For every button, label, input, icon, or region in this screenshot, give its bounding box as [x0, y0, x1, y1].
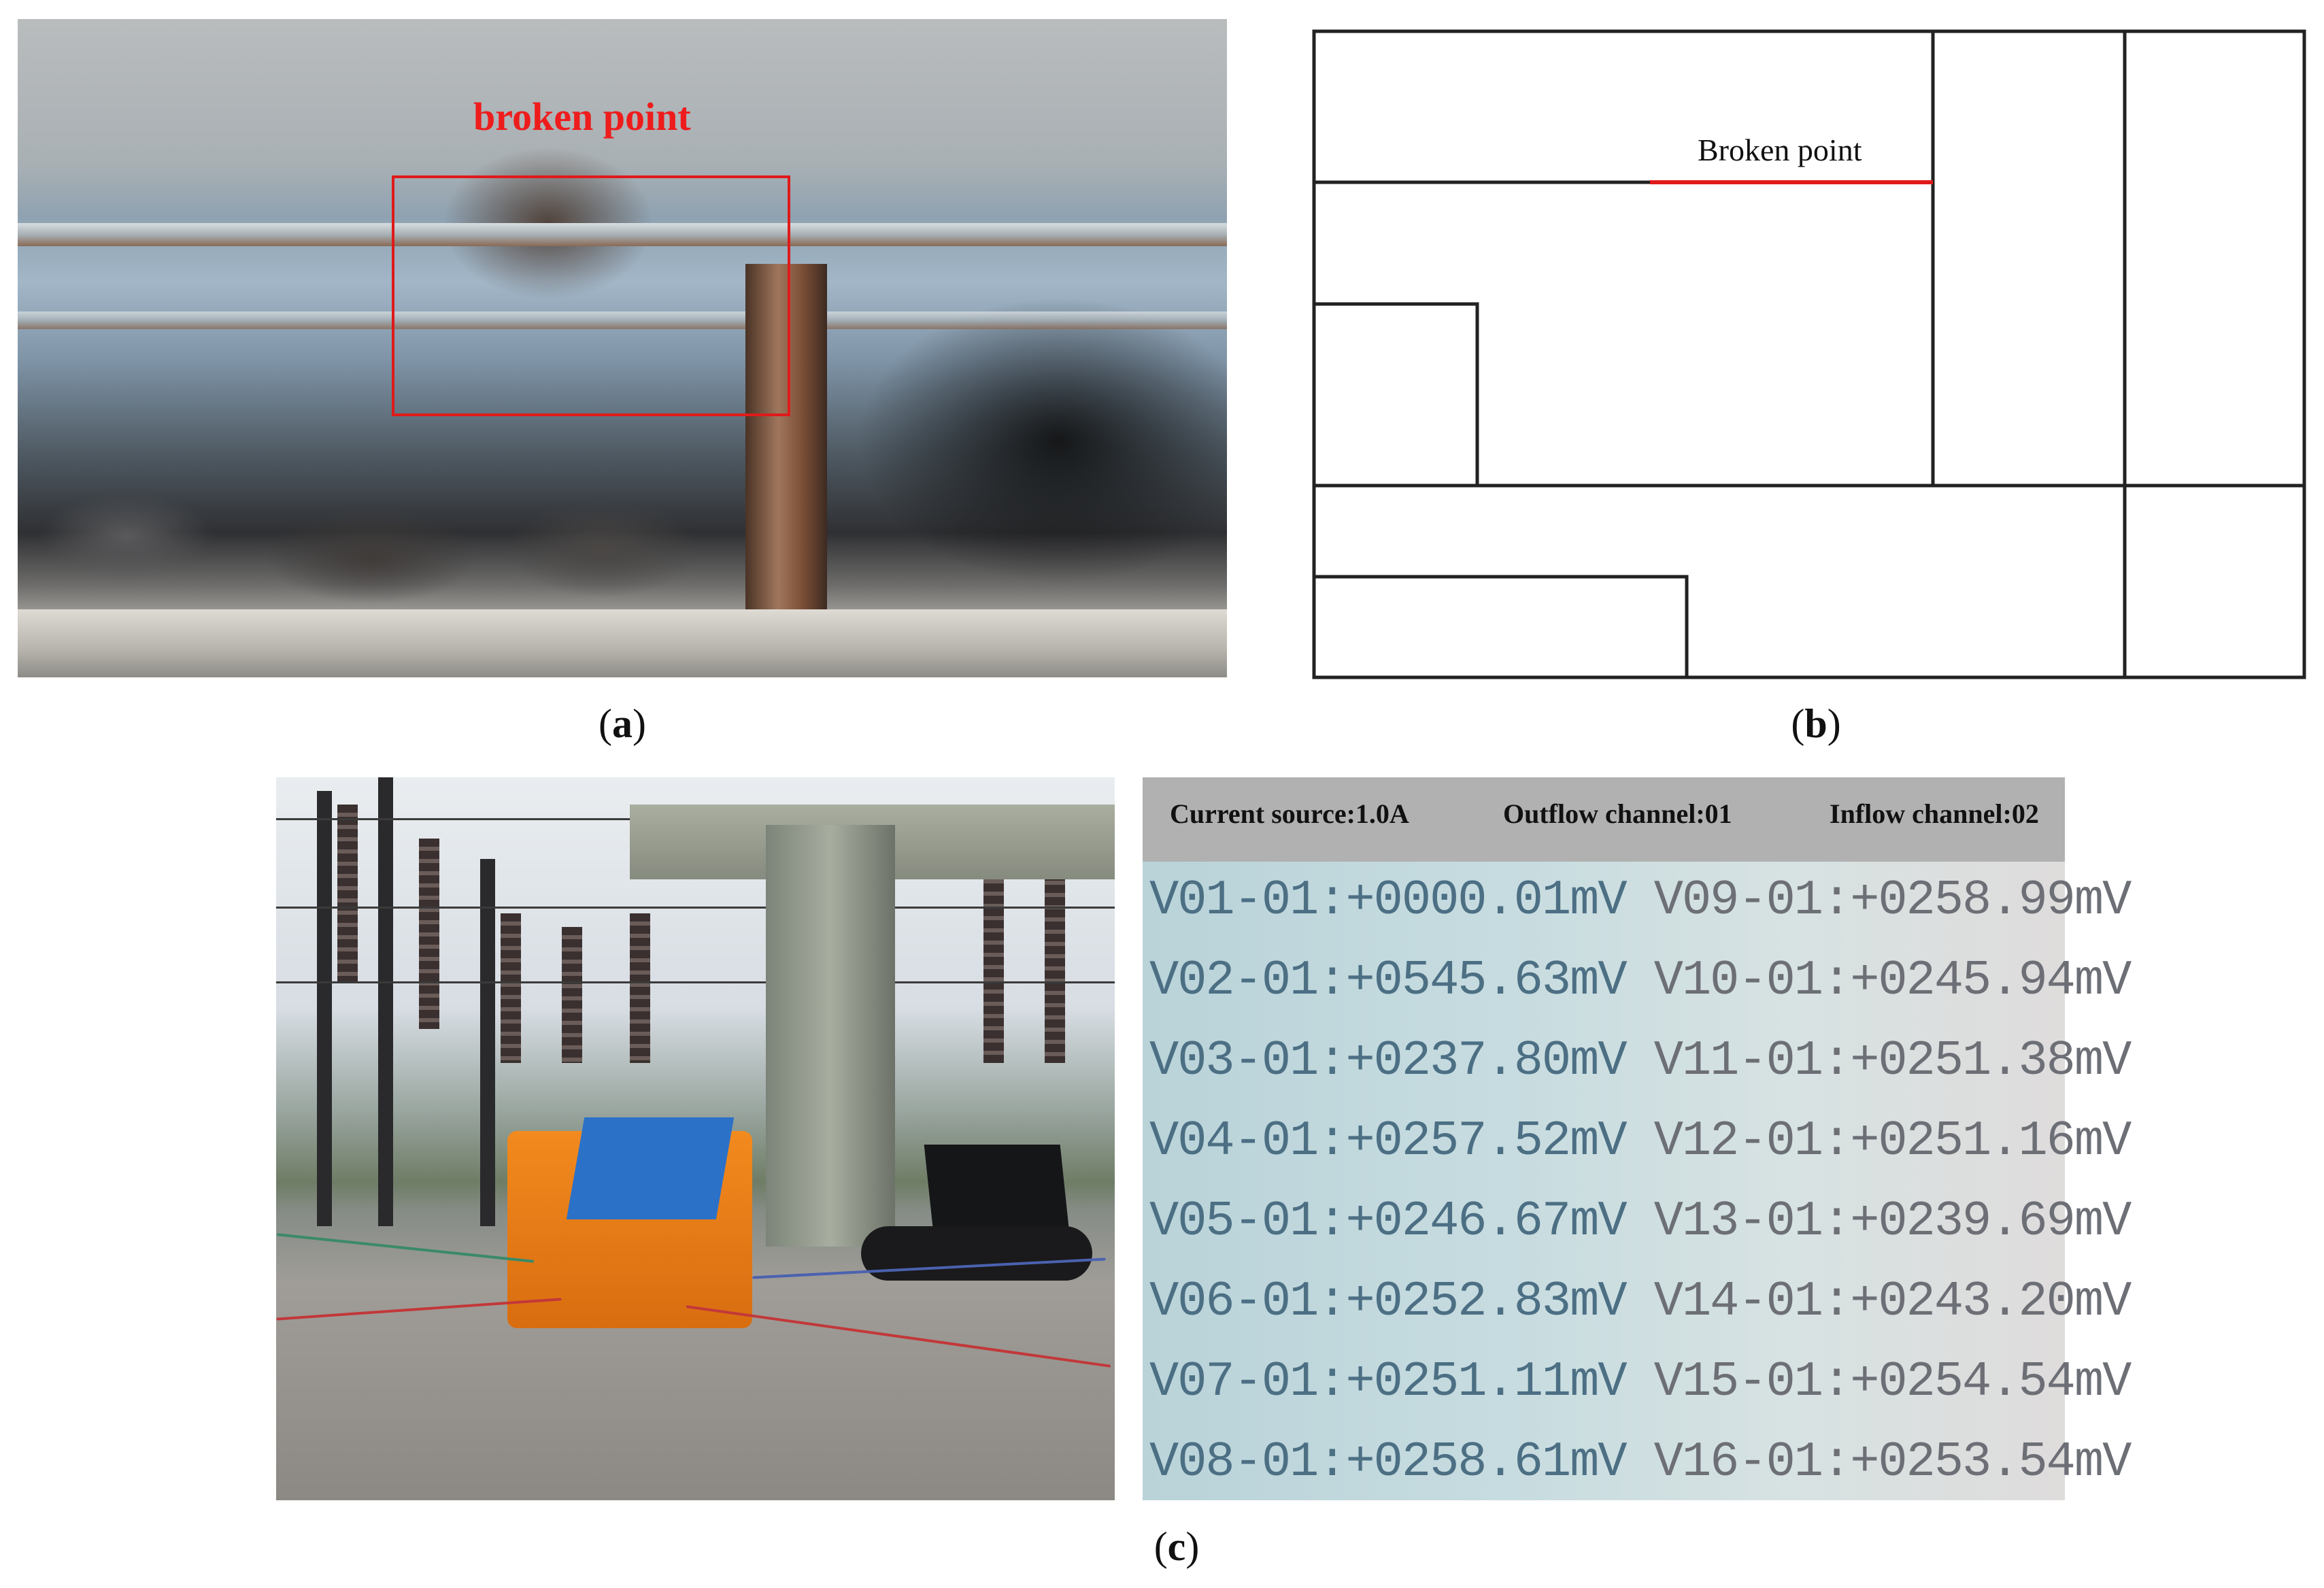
reading-row: V04-01:+0257.52mV V12-01:+0251.16mV	[1149, 1113, 2132, 1169]
reading-left: V06-01:+0252.83mV	[1149, 1274, 1628, 1330]
voltage-display: Current source:1.0A Outflow channel:01 I…	[1143, 777, 2132, 1500]
reading-right: V14-01:+0243.20mV	[1653, 1274, 2132, 1330]
reading-left: V05-01:+0246.67mV	[1149, 1194, 1628, 1249]
laptop-screen	[924, 1145, 1071, 1240]
reading-row: V02-01:+0545.63mV V10-01:+0245.94mV	[1149, 953, 2132, 1009]
reading-row: V01-01:+0000.01mV V09-01:+0258.99mV	[1149, 873, 2132, 928]
reading-right: V09-01:+0258.99mV	[1653, 873, 2132, 928]
reading-left: V08-01:+0258.61mV	[1149, 1434, 1628, 1490]
field-photo	[276, 777, 1115, 1500]
reading-left: V03-01:+0237.80mV	[1149, 1033, 1628, 1089]
schematic-svg: Broken point	[1312, 29, 2306, 679]
current-source-label: Current source:1.0A	[1170, 798, 1409, 829]
test-cable	[276, 1233, 535, 1263]
foreground-pipe	[18, 609, 1227, 677]
reading-right: V15-01:+0254.54mV	[1653, 1354, 2132, 1410]
reading-right: V12-01:+0251.16mV	[1653, 1113, 2132, 1169]
vertical-conductor	[745, 264, 827, 611]
insulator	[419, 839, 439, 1029]
tower	[480, 859, 495, 1226]
caption-b: (b)	[1791, 701, 1841, 746]
rubble	[18, 468, 698, 611]
insulator	[337, 805, 358, 981]
grid-line-bottom-box	[1314, 575, 1689, 677]
grid-line-left-box	[1314, 302, 1479, 486]
caption-a: (a)	[599, 701, 646, 746]
reading-row: V03-01:+0237.80mV V11-01:+0251.38mV	[1149, 1033, 2132, 1089]
reading-row: V05-01:+0246.67mV V13-01:+0239.69mV	[1149, 1194, 2132, 1249]
broken-point-label: broken point	[473, 95, 691, 139]
reading-right: V11-01:+0251.38mV	[1653, 1033, 2132, 1089]
reading-right: V13-01:+0239.69mV	[1653, 1194, 2132, 1249]
insulator	[630, 913, 650, 1063]
insulator	[562, 927, 582, 1063]
gantry-column	[766, 825, 895, 1247]
broken-point-box	[392, 175, 790, 416]
grid-schematic: Broken point	[1310, 27, 2308, 680]
tower	[317, 791, 332, 1226]
overhead-wire	[276, 981, 1115, 983]
reading-row: V06-01:+0252.83mV V14-01:+0243.20mV	[1149, 1274, 2132, 1330]
reading-right: V16-01:+0253.54mV	[1653, 1434, 2132, 1490]
laptop-bag	[861, 1226, 1092, 1281]
reading-row: V07-01:+0251.11mV V15-01:+0254.54mV	[1149, 1354, 2132, 1410]
reading-left: V01-01:+0000.01mV	[1149, 873, 1628, 928]
insulator	[1045, 873, 1065, 1063]
inflow-channel-label: Inflow channel:02	[1830, 798, 2039, 829]
display-header: Current source:1.0A Outflow channel:01 I…	[1143, 777, 2065, 862]
corrosion-photo: broken point	[18, 19, 1227, 677]
tower	[378, 777, 393, 1226]
horizontal-conductor	[18, 223, 1227, 246]
insulator	[501, 913, 521, 1063]
instrument-panel	[566, 1117, 735, 1219]
caption-c: (c)	[1153, 1524, 1200, 1569]
reading-row: V08-01:+0258.61mV V16-01:+0253.54mV	[1149, 1434, 2132, 1490]
reading-right: V10-01:+0245.94mV	[1653, 953, 2132, 1009]
broken-point-text: Broken point	[1698, 133, 1862, 167]
reading-left: V02-01:+0545.63mV	[1149, 953, 1628, 1009]
outer-border	[1312, 29, 2306, 679]
test-cable	[686, 1305, 1111, 1368]
reading-left: V07-01:+0251.11mV	[1149, 1354, 1628, 1410]
reading-left: V04-01:+0257.52mV	[1149, 1113, 1628, 1169]
overhead-wire	[276, 907, 1115, 909]
horizontal-conductor-lower	[18, 311, 1227, 329]
insulator	[983, 859, 1004, 1063]
outflow-channel-label: Outflow channel:01	[1503, 798, 1732, 829]
